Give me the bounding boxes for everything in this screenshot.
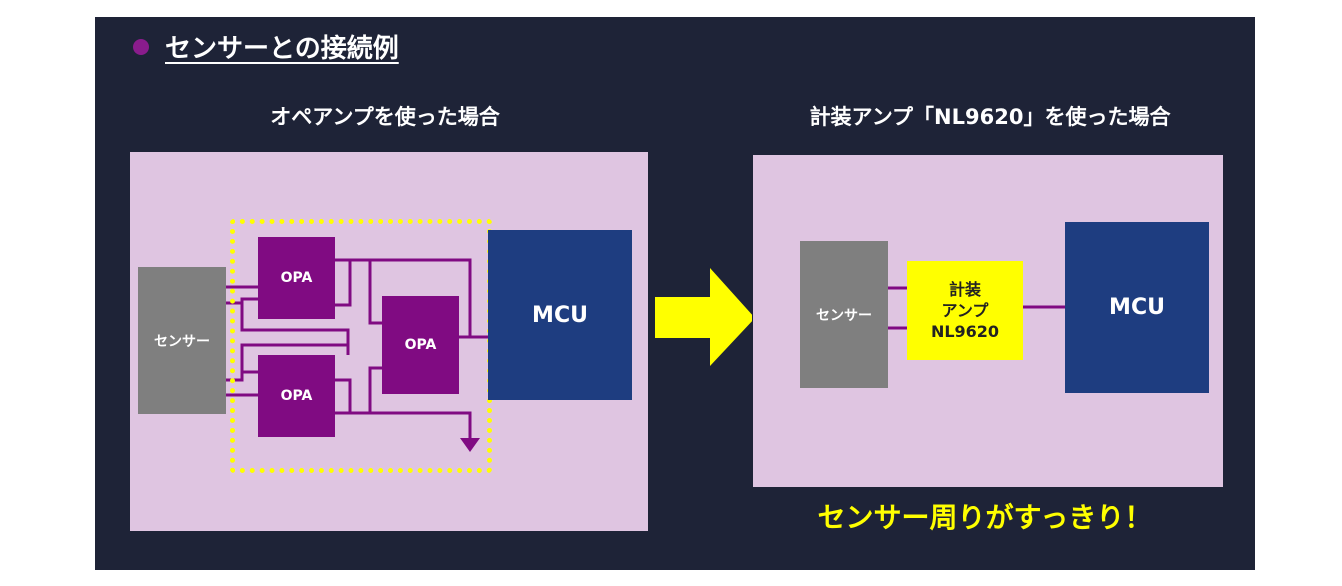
opa-block-2: OPA: [258, 355, 335, 437]
inamp-line-2: アンプ: [941, 301, 989, 320]
left-subtitle: オペアンプを使った場合: [270, 105, 500, 129]
wire: [335, 258, 472, 337]
instrumentation-amp-block: 計装 アンプ NL9620: [907, 261, 1023, 360]
circle-bullet-icon: [133, 39, 149, 55]
conclusion-text: センサー周りがすっきり！: [817, 501, 1153, 534]
wire: [240, 330, 350, 380]
wire: [368, 366, 382, 413]
page-title: センサーとの接続例: [165, 34, 399, 64]
right-mcu-block: MCU: [1065, 222, 1209, 393]
wire: [335, 411, 472, 440]
wire: [335, 260, 352, 307]
inamp-line-3: NL9620: [930, 322, 1000, 341]
left-sensor-block: センサー: [138, 267, 226, 414]
right-sensor-block: センサー: [800, 241, 888, 388]
wire: [335, 378, 352, 413]
left-mcu-block: MCU: [488, 230, 632, 400]
ground-arrow-icon: [460, 438, 480, 452]
inamp-line-1: 計装: [948, 280, 981, 299]
opa-block-1: OPA: [258, 237, 335, 319]
right-subtitle: 計装アンプ「NL9620」を使った場合: [809, 105, 1171, 129]
opa-block-3: OPA: [382, 296, 459, 394]
wire: [368, 260, 382, 325]
